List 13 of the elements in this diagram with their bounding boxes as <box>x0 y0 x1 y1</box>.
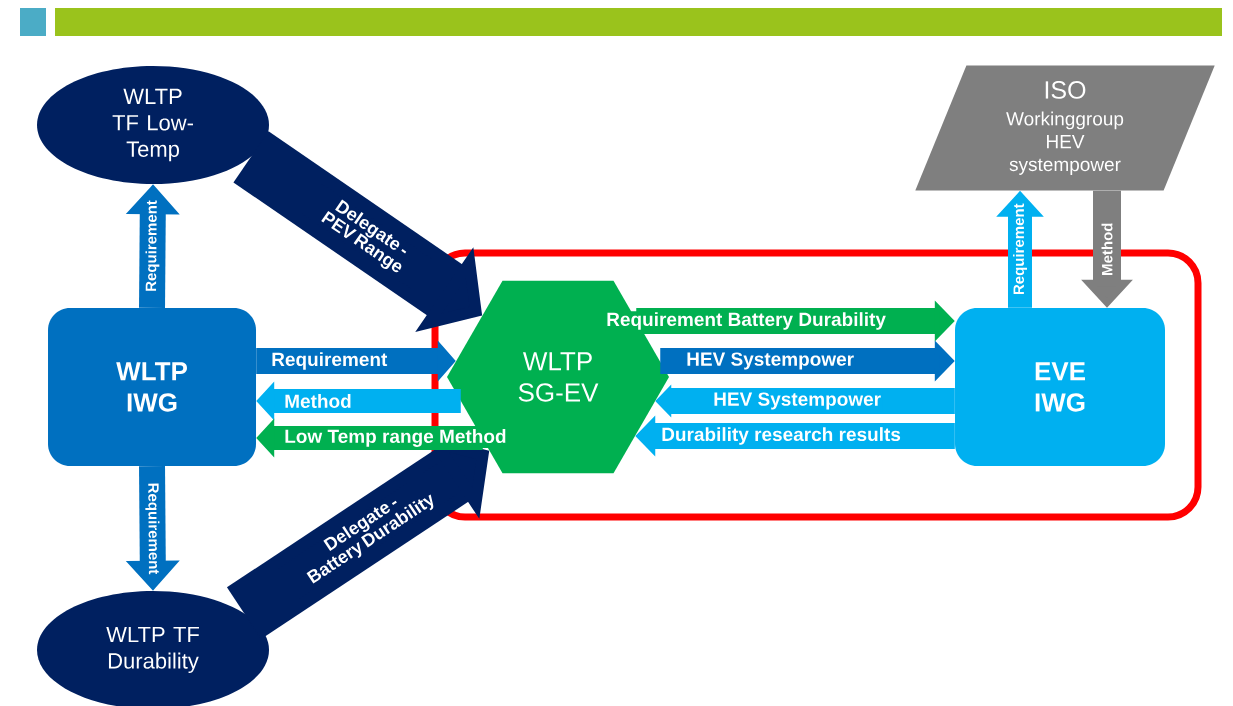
arrow-label: Requirement <box>1012 202 1028 297</box>
parallelogram-node: ISO Workinggroup HEV systempower <box>915 65 1215 191</box>
arrow-label: Requirement Battery Durability <box>605 311 887 331</box>
arrow-label: Requirement <box>144 481 161 576</box>
process-box: EVE IWG <box>955 308 1165 466</box>
arrow-label: Method <box>283 393 353 409</box>
arrow-label: Requirement <box>144 199 161 293</box>
arrow-label: Requirement <box>270 351 389 371</box>
ellipse-node: WLTP TF Low-Temp <box>37 66 269 184</box>
arrow-label: Low Temp range Method <box>283 428 508 448</box>
arrow-label: HEV Systempower <box>685 351 856 371</box>
arrow-label: HEV Systempower <box>712 391 883 411</box>
process-box: WLTP IWG <box>48 308 256 466</box>
